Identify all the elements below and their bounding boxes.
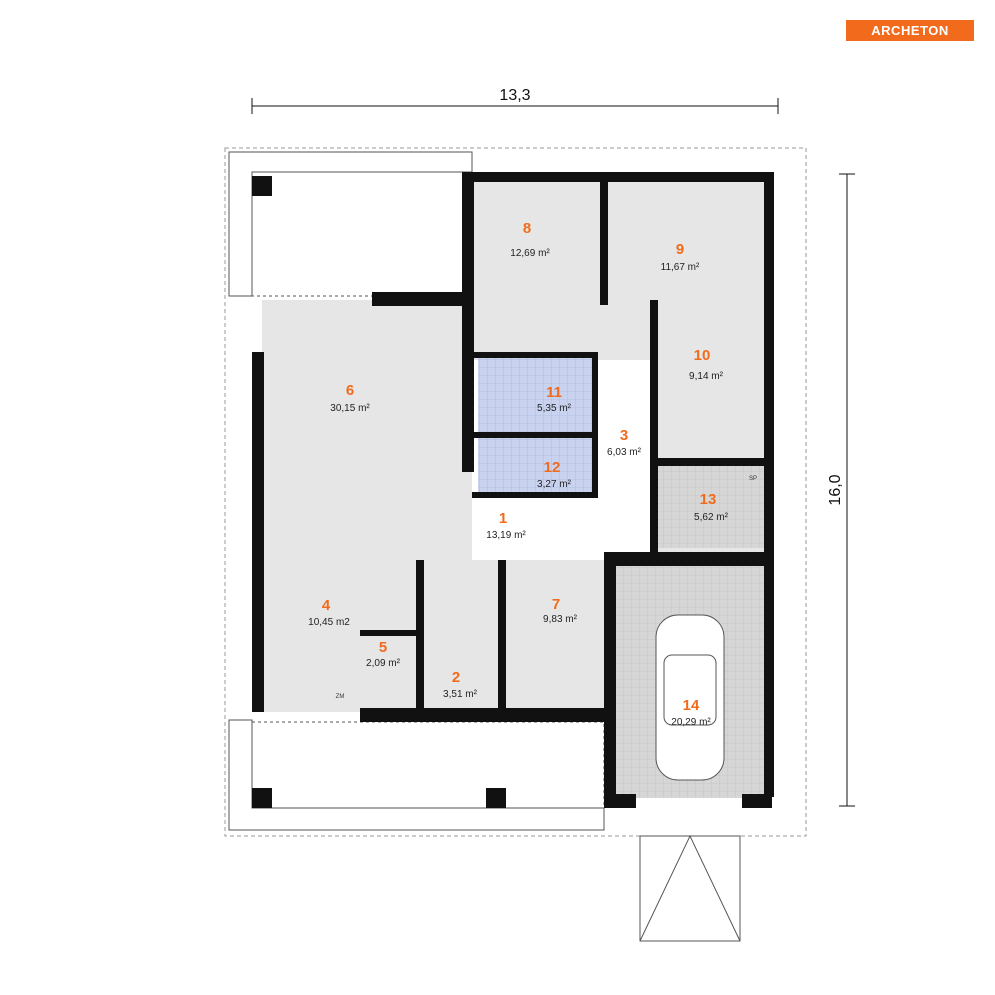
svg-text:3,51 m²: 3,51 m² — [443, 689, 478, 700]
plot-outline — [224, 147, 807, 837]
svg-text:9: 9 — [676, 241, 684, 258]
svg-text:12: 12 — [544, 459, 561, 476]
svg-text:6: 6 — [346, 382, 354, 399]
svg-text:9,83 m²: 9,83 m² — [543, 614, 578, 625]
svg-text:3,27 m²: 3,27 m² — [537, 479, 572, 490]
svg-text:5,62 m²: 5,62 m² — [694, 512, 729, 523]
svg-text:8: 8 — [523, 220, 531, 237]
svg-text:5: 5 — [379, 639, 387, 656]
room-8: 8 12,69 m² — [510, 220, 550, 259]
depth-dimension: 16,0 — [827, 173, 855, 807]
svg-text:9,14 m²: 9,14 m² — [689, 371, 724, 382]
room-12: 12 3,27 m² — [537, 459, 572, 490]
terrace-bottom — [251, 721, 605, 809]
svg-text:2,09 m²: 2,09 m² — [366, 658, 401, 669]
svg-text:11,67 m²: 11,67 m² — [661, 262, 700, 273]
width-dimension: 13,3 — [251, 87, 779, 114]
room-10: 10 9,14 m² — [689, 347, 724, 382]
room-5: 5 2,09 m² — [366, 639, 401, 669]
svg-text:10: 10 — [694, 347, 711, 364]
svg-text:11: 11 — [546, 384, 562, 401]
room-2: 2 3,51 m² — [443, 669, 478, 700]
svg-text:13: 13 — [700, 491, 717, 508]
svg-text:12,69 m²: 12,69 m² — [510, 248, 550, 259]
svg-text:5,35 m²: 5,35 m² — [537, 403, 572, 414]
room-11: 11 5,35 m² — [537, 384, 572, 414]
room-6: 6 30,15 m² — [330, 382, 370, 414]
car-icon — [655, 614, 725, 781]
terrace-top — [251, 171, 465, 297]
boiler-label: SP — [749, 476, 757, 482]
svg-text:4: 4 — [322, 597, 331, 614]
room-1: 1 13,19 m² — [486, 510, 526, 541]
svg-text:20,29 m²: 20,29 m² — [671, 717, 711, 728]
walls — [252, 172, 774, 808]
room-13: 13 5,62 m² — [694, 491, 729, 523]
svg-text:6,03 m²: 6,03 m² — [607, 447, 642, 458]
svg-text:1: 1 — [499, 510, 507, 527]
svg-text:2: 2 — [452, 669, 460, 686]
room-4: 4 10,45 m2 — [308, 597, 350, 628]
room-9: 9 11,67 m² — [661, 241, 700, 273]
svg-text:13,19 m²: 13,19 m² — [486, 530, 526, 541]
width-label: 13,3 — [499, 87, 530, 104]
svg-text:7: 7 — [552, 596, 560, 613]
svg-text:14: 14 — [683, 697, 700, 714]
room-7: 79,83 m² — [543, 596, 578, 625]
archeton-logo: ARCHETON — [846, 20, 974, 41]
svg-text:10,45 m2: 10,45 m2 — [308, 617, 350, 628]
fridge-label: ZM — [336, 694, 345, 700]
svg-text:3: 3 — [620, 427, 628, 444]
svg-text:30,15 m²: 30,15 m² — [330, 403, 370, 414]
room-3: 3 6,03 m² — [607, 427, 642, 458]
depth-label: 16,0 — [827, 474, 844, 505]
room-14: 14 20,29 m² — [671, 697, 711, 728]
driveway — [639, 834, 741, 942]
